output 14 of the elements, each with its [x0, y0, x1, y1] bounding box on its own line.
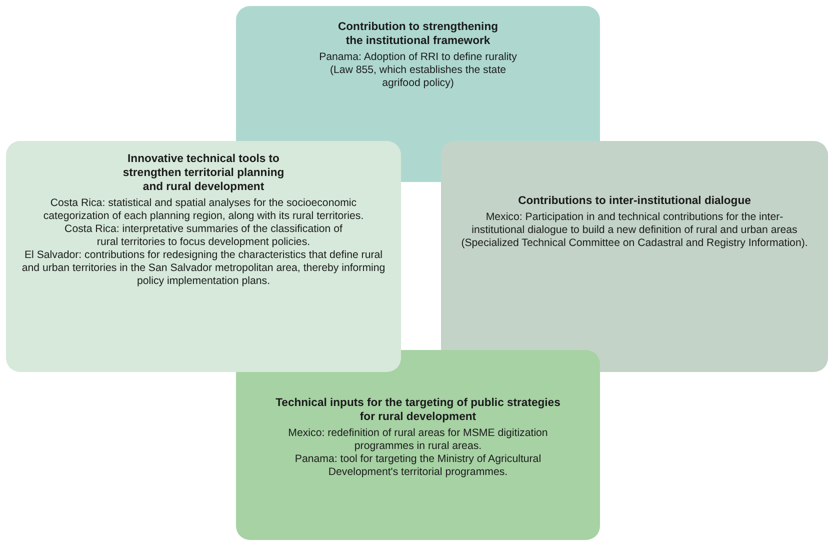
card-text: Costa Rica: interpretative summaries of the classification of rural territories to focus development policies. [64, 223, 344, 249]
category-card [236, 350, 600, 540]
card-text: Mexico: redefinition of rural areas for MSME digitization programmes in rural areas. [287, 427, 549, 453]
category-card [441, 141, 828, 372]
card-heading: Contributions to inter-institutional dialogue [518, 194, 751, 208]
card-heading: Innovative technical tools to strengthen territorial planning and rural development [122, 152, 286, 194]
card-heading: Contribution to strengthening the institutional framework [336, 20, 499, 48]
card-heading: Technical inputs for the targeting of public strategies for rural development [274, 396, 562, 424]
category-card [6, 141, 401, 372]
card-text: Mexico: Participation in and technical contributions for the inter-institutional dialogue to build a new definition of rural and urban areas (Specialized Technical Committee on Cadastral and Registry Information). [460, 211, 809, 250]
card-text: Panama: Adoption of RRI to define rurality (Law 855, which establishes the state agrifood policy) [318, 51, 518, 90]
card-text: Costa Rica: statistical and spatial analyses for the socioeconomic categorization of each planning region, along with its rural territories. [42, 197, 365, 223]
card-text: Panama: tool for targeting the Ministry of Agricultural Development's territorial programmes. [294, 453, 542, 479]
card-text: El Salvador: contributions for redesigning the characteristics that define rural and urban territories in the San Salvador metropolitan area, thereby informing policy implementation plans. [20, 249, 386, 288]
